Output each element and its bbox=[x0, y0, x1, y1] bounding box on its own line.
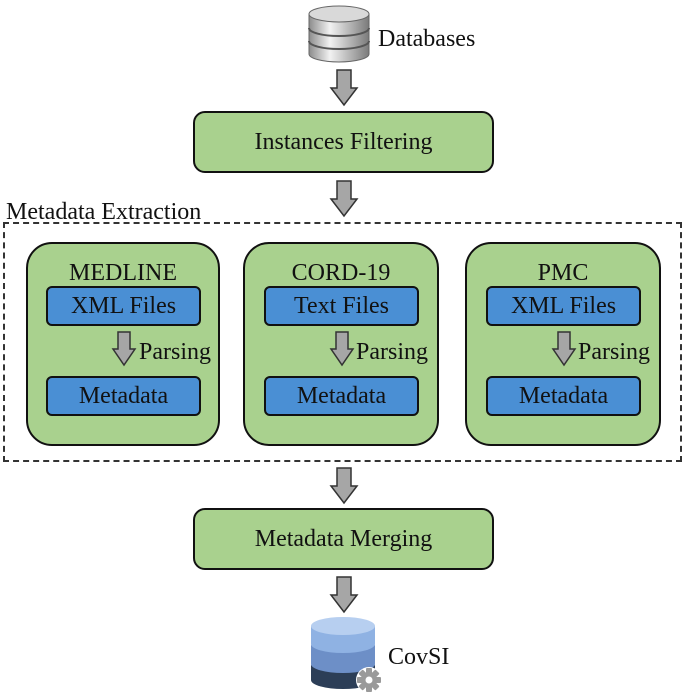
arrow-down-icon bbox=[551, 331, 577, 367]
cord19-panel: CORD-19 Text Files Parsing Metadata bbox=[243, 242, 439, 446]
parsing-label: Parsing bbox=[356, 339, 428, 365]
arrow-down-icon bbox=[111, 331, 137, 367]
input-files-label: XML Files bbox=[510, 292, 617, 319]
metadata-extraction-label: Metadata Extraction bbox=[6, 199, 202, 225]
metadata-box: Metadata bbox=[46, 376, 201, 416]
arrow-down-icon bbox=[329, 576, 359, 614]
metadata-merging-label: Metadata Merging bbox=[254, 525, 433, 552]
input-files-label: Text Files bbox=[294, 292, 389, 319]
panel-title: CORD-19 bbox=[291, 260, 391, 286]
medline-panel: MEDLINE XML Files Parsing Metadata bbox=[26, 242, 220, 446]
parsing-label: Parsing bbox=[139, 339, 211, 365]
panel-title: PMC bbox=[537, 260, 589, 286]
instances-filtering-step: Instances Filtering bbox=[193, 111, 494, 173]
panel-title: MEDLINE bbox=[69, 260, 177, 286]
metadata-label: Metadata bbox=[296, 382, 387, 409]
metadata-label: Metadata bbox=[518, 382, 609, 409]
parsing-label: Parsing bbox=[578, 339, 650, 365]
metadata-merging-step: Metadata Merging bbox=[193, 508, 494, 570]
metadata-label: Metadata bbox=[78, 382, 169, 409]
instances-filtering-label: Instances Filtering bbox=[254, 128, 433, 155]
metadata-box: Metadata bbox=[486, 376, 641, 416]
metadata-extraction-group bbox=[3, 222, 682, 462]
metadata-box: Metadata bbox=[264, 376, 419, 416]
database-gear-icon bbox=[311, 617, 382, 693]
input-files-box: XML Files bbox=[486, 286, 641, 326]
input-files-label: XML Files bbox=[70, 292, 177, 319]
arrow-down-icon bbox=[329, 69, 359, 107]
arrow-down-icon bbox=[329, 467, 359, 505]
input-files-box: XML Files bbox=[46, 286, 201, 326]
arrow-down-icon bbox=[329, 331, 355, 367]
input-files-box: Text Files bbox=[264, 286, 419, 326]
covsi-label: CovSI bbox=[388, 644, 450, 670]
arrow-down-icon bbox=[329, 180, 359, 218]
databases-label: Databases bbox=[378, 26, 476, 52]
pmc-panel: PMC XML Files Parsing Metadata bbox=[465, 242, 661, 446]
database-icon bbox=[308, 5, 370, 63]
